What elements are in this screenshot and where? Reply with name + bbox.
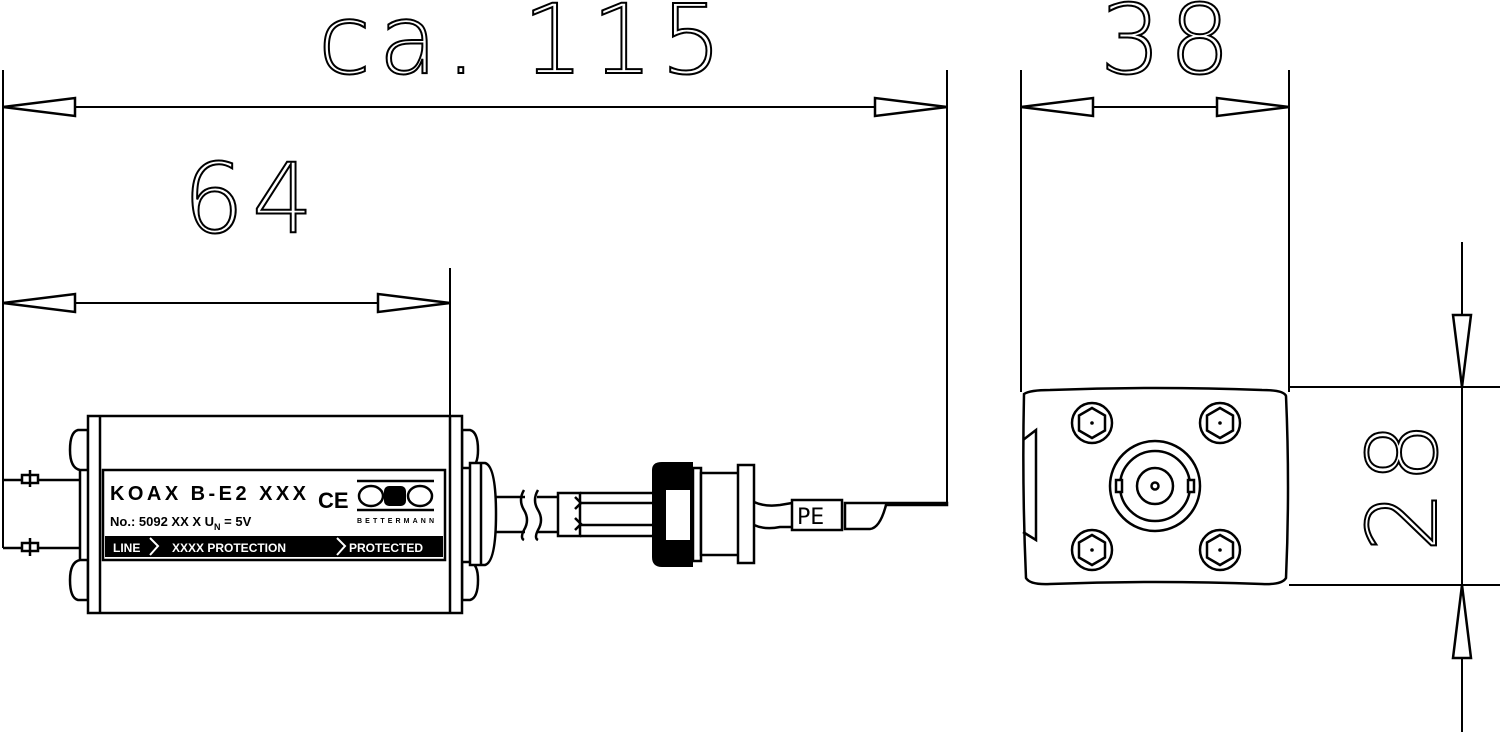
dimension-height: 28 [1289,242,1500,732]
screw-icon [1070,401,1114,445]
ce-mark: CE [318,488,349,513]
model-label: KOAX B-E2 XXX [110,483,307,505]
screw-icon [1070,528,1114,572]
input-connector [3,428,90,602]
arrow-left-icon [2,96,77,118]
bnc-socket-icon [1108,439,1202,533]
band-protection: XXXX PROTECTION [172,541,286,555]
arrow-up-icon [1451,584,1473,660]
band-protected: PROTECTED [349,541,423,555]
end-view [1022,386,1290,586]
earth-cable: PE [496,462,949,567]
screw-icon [1198,401,1242,445]
article-number: No.: 5092 XX X UN = 5V [110,514,252,532]
dimension-overall-length: ca. 115 [2,0,948,548]
dimension-width: 38 [1020,0,1290,392]
pe-label: PE [797,505,824,530]
arrow-right-icon [1215,96,1290,118]
pe-tag [790,498,844,532]
device-body: KOAX B-E2 XXX CE No.: 5092 XX X UN = 5V … [86,414,464,615]
arrow-down-icon [1451,313,1473,388]
body-length-label: 64 [183,143,321,255]
brand-name: BETTERMANN [357,518,434,525]
screw-icon [1198,528,1242,572]
height-label: 28 [1347,414,1459,552]
output-connector [460,428,498,602]
arrow-right-icon [376,292,451,314]
obo-logo: BETTERMANN [357,479,434,525]
arrow-left-icon [2,292,77,314]
dimension-body-length: 64 [2,142,451,418]
overall-length-label: ca. 115 [318,0,730,96]
arrow-right-icon [873,96,948,118]
width-label: 38 [1100,0,1238,96]
arrow-left-icon [1020,96,1095,118]
band-line: LINE [113,541,140,555]
